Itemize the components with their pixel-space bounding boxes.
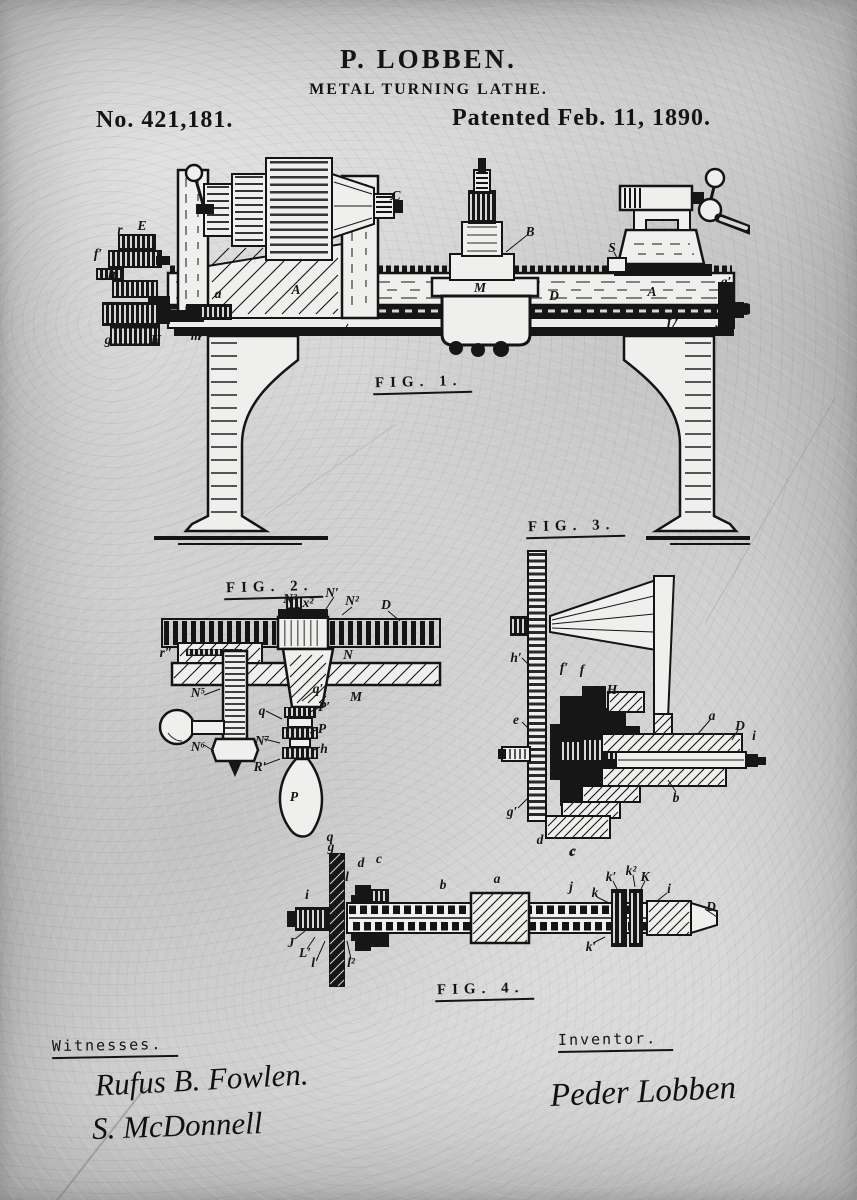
inventor-heading: Inventor. xyxy=(557,1028,674,1054)
inventor-name-heading: P. LOBBEN. xyxy=(340,44,517,74)
patent-date: Patented Feb. 11, 1890. xyxy=(452,105,711,131)
witness-signature-2: S. McDonnell xyxy=(91,1105,264,1146)
left-spindle-end xyxy=(498,746,531,762)
fig2-caption: FIG. 2. xyxy=(223,577,324,601)
tailstock xyxy=(607,167,750,276)
belt-shifter-lever xyxy=(184,163,214,214)
fig3-caption: FIG. 3. xyxy=(525,516,626,540)
fig4-caption: FIG. 4. xyxy=(434,979,535,1003)
fig1-drawing xyxy=(96,157,750,545)
change-gear-train xyxy=(96,234,232,346)
lathe-legs xyxy=(154,334,750,545)
witnesses-block: Witnesses. xyxy=(51,1034,179,1060)
spindle-shaft xyxy=(601,719,766,793)
patent-number: No. 421,181. xyxy=(96,107,234,133)
carriage xyxy=(430,158,540,357)
half-nut xyxy=(276,596,353,651)
cone-pulley xyxy=(203,157,403,261)
fig4-drawing xyxy=(287,853,718,987)
left-bracket xyxy=(177,642,263,664)
pendant-and-handle xyxy=(203,647,335,838)
inventor-signature: Peder Lobben xyxy=(549,1069,737,1115)
invention-title-heading: METAL TURNING LATHE. xyxy=(309,81,548,98)
left-shaft-end xyxy=(287,907,352,960)
headstock xyxy=(176,157,403,320)
end-disc xyxy=(329,853,345,987)
center-sleeve xyxy=(469,891,531,945)
large-gear-wheel xyxy=(510,550,547,822)
lead-screw xyxy=(161,610,441,648)
witnesses-heading: Witnesses. xyxy=(51,1034,179,1060)
clutch-blocks xyxy=(592,874,668,947)
shaft-tail xyxy=(646,900,718,936)
fig3-drawing xyxy=(498,550,766,839)
witness-signature-1: Rufus B. Fowlen. xyxy=(94,1056,310,1103)
inventor-block: Inventor. xyxy=(557,1028,674,1054)
stepped-housing xyxy=(545,785,641,839)
fig1-caption: FIG. 1. xyxy=(372,372,473,396)
clamp-column xyxy=(158,649,260,777)
fig2-drawing xyxy=(158,596,442,838)
